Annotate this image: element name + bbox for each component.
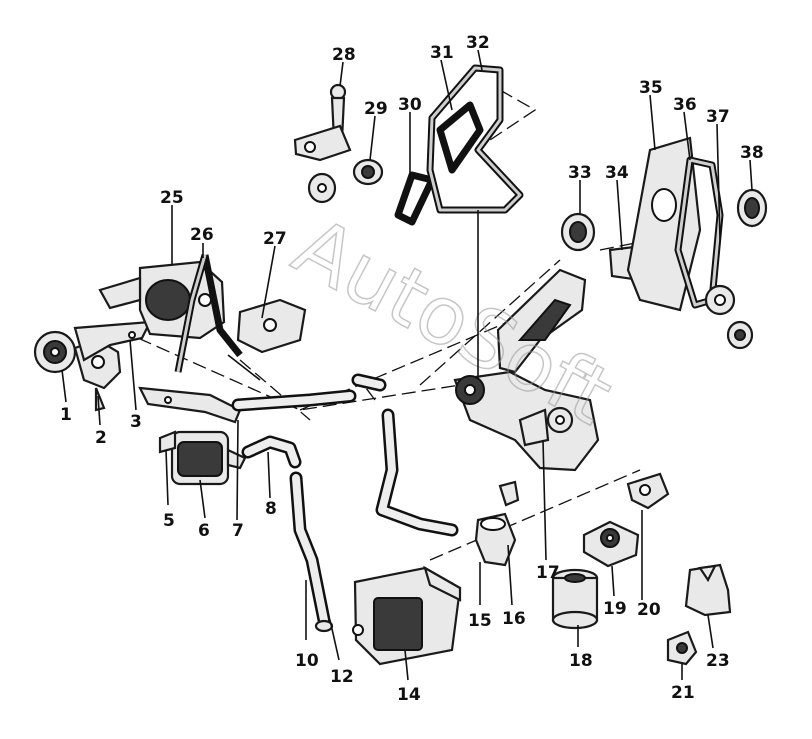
part-30-timing-belt-small: [394, 171, 436, 226]
part-25-alternator: [98, 260, 226, 340]
callout-23: 23: [706, 651, 730, 671]
callout-30: 30: [398, 95, 422, 115]
callout-28: 28: [332, 45, 356, 65]
callout-20: 20: [637, 600, 661, 620]
part-26-drive-belt: [174, 254, 243, 373]
callout-1: 1: [60, 405, 72, 425]
callout-32: 32: [466, 33, 490, 53]
callout-10: 10: [295, 651, 319, 671]
callout-2: 2: [95, 428, 107, 448]
part-27-tensioner-bracket: [227, 298, 307, 381]
callout-21: 21: [671, 683, 695, 703]
part-31-32-timing-belt: [426, 64, 524, 214]
callout-27: 27: [263, 229, 287, 249]
callout-5: 5: [163, 511, 175, 531]
callout-31: 31: [430, 43, 454, 63]
callout-35: 35: [639, 78, 663, 98]
part-23-mount-bracket: [684, 563, 732, 617]
callout-15: 15: [468, 611, 492, 631]
callout-numbers: 1 2 3 5 6 7 8 10 12 14 15 16 17 18 19 20…: [60, 33, 764, 705]
callout-12: 12: [330, 667, 354, 687]
callout-19: 19: [603, 599, 627, 619]
callout-29: 29: [364, 99, 388, 119]
callout-14: 14: [397, 685, 421, 705]
part-10-12-pipe: [289, 471, 334, 633]
part-7-tube: [138, 386, 357, 424]
part-28-tensioner-lever: [293, 83, 352, 162]
part-19-filter-base: [582, 520, 640, 568]
part-17-coolant-outlet: [453, 370, 600, 472]
part-33-pulley: [560, 212, 596, 252]
part-3-bracket: [73, 320, 152, 411]
part-8-hose: [241, 435, 302, 469]
part-20-sensor: [626, 472, 670, 510]
callout-18: 18: [569, 651, 593, 671]
callout-26: 26: [190, 225, 214, 245]
part-15-16-thermostat-housing: [474, 480, 520, 567]
callout-6: 6: [198, 521, 210, 541]
callout-25: 25: [160, 188, 184, 208]
part-21-switch: [666, 630, 698, 666]
part-36-37-timing-belt-right: [674, 156, 754, 350]
callout-leaders: [61, 49, 753, 681]
part-29-idler-roller: [307, 158, 384, 204]
part-5-6-oil-cooler: [158, 430, 247, 486]
callout-37: 37: [706, 107, 730, 127]
part-engine-bracket: [496, 268, 587, 374]
callout-36: 36: [673, 95, 697, 115]
callout-17: 17: [536, 563, 560, 583]
part-38-sprocket: [736, 188, 768, 228]
callout-7: 7: [232, 521, 244, 541]
callout-38: 38: [740, 143, 764, 163]
callout-34: 34: [605, 163, 629, 183]
part-1-pulley: [33, 330, 77, 374]
callout-16: 16: [502, 609, 526, 629]
part-18-oil-filter: [551, 568, 599, 630]
part-lower-pipe: [351, 373, 459, 537]
callout-3: 3: [130, 412, 142, 432]
callout-33: 33: [568, 163, 592, 183]
callout-8: 8: [265, 499, 277, 519]
part-14-housing: [352, 565, 462, 666]
